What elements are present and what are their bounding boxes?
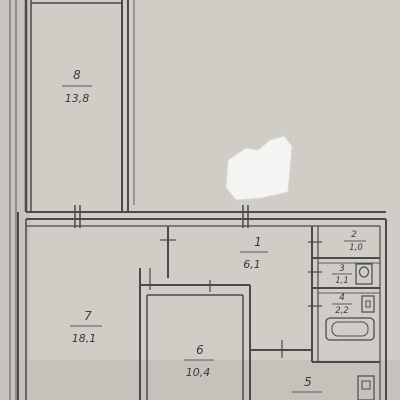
stove-icon — [357, 375, 375, 400]
room-area: 2,2 — [335, 306, 349, 316]
room-number: 1 — [254, 235, 262, 249]
room-area: 1,0 — [349, 243, 363, 253]
room-1-label: 1 6,1 — [240, 235, 268, 271]
paper-patch — [225, 135, 293, 201]
room-area: 18,1 — [72, 332, 97, 345]
room-5-label: 5 — [292, 375, 322, 393]
room-number: 8 — [73, 68, 81, 82]
bathtub-icon — [325, 317, 375, 341]
room-7-label: 7 18,1 — [70, 309, 102, 345]
room-number: 3 — [339, 264, 345, 274]
room-6-label: 6 10,4 — [184, 343, 214, 379]
paper-shade-bottom — [0, 360, 400, 400]
room-area: 10,4 — [186, 366, 211, 379]
room-number: 6 — [196, 343, 204, 357]
room-area: 6,1 — [243, 258, 261, 271]
room-area: 1,1 — [335, 276, 349, 286]
room-2-label: 2 1,0 — [344, 230, 366, 253]
room-number: 5 — [304, 375, 312, 389]
room-3-label: 3 1,1 — [332, 264, 352, 286]
room-number: 2 — [351, 230, 357, 240]
room-number: 7 — [84, 309, 92, 323]
sink-icon — [361, 295, 375, 313]
toilet-icon — [355, 263, 373, 285]
room-8-label: 8 13,8 — [62, 68, 92, 105]
room-number: 4 — [339, 293, 345, 303]
room-area: 13,8 — [65, 92, 90, 105]
room-4-label: 4 2,2 — [332, 293, 352, 316]
